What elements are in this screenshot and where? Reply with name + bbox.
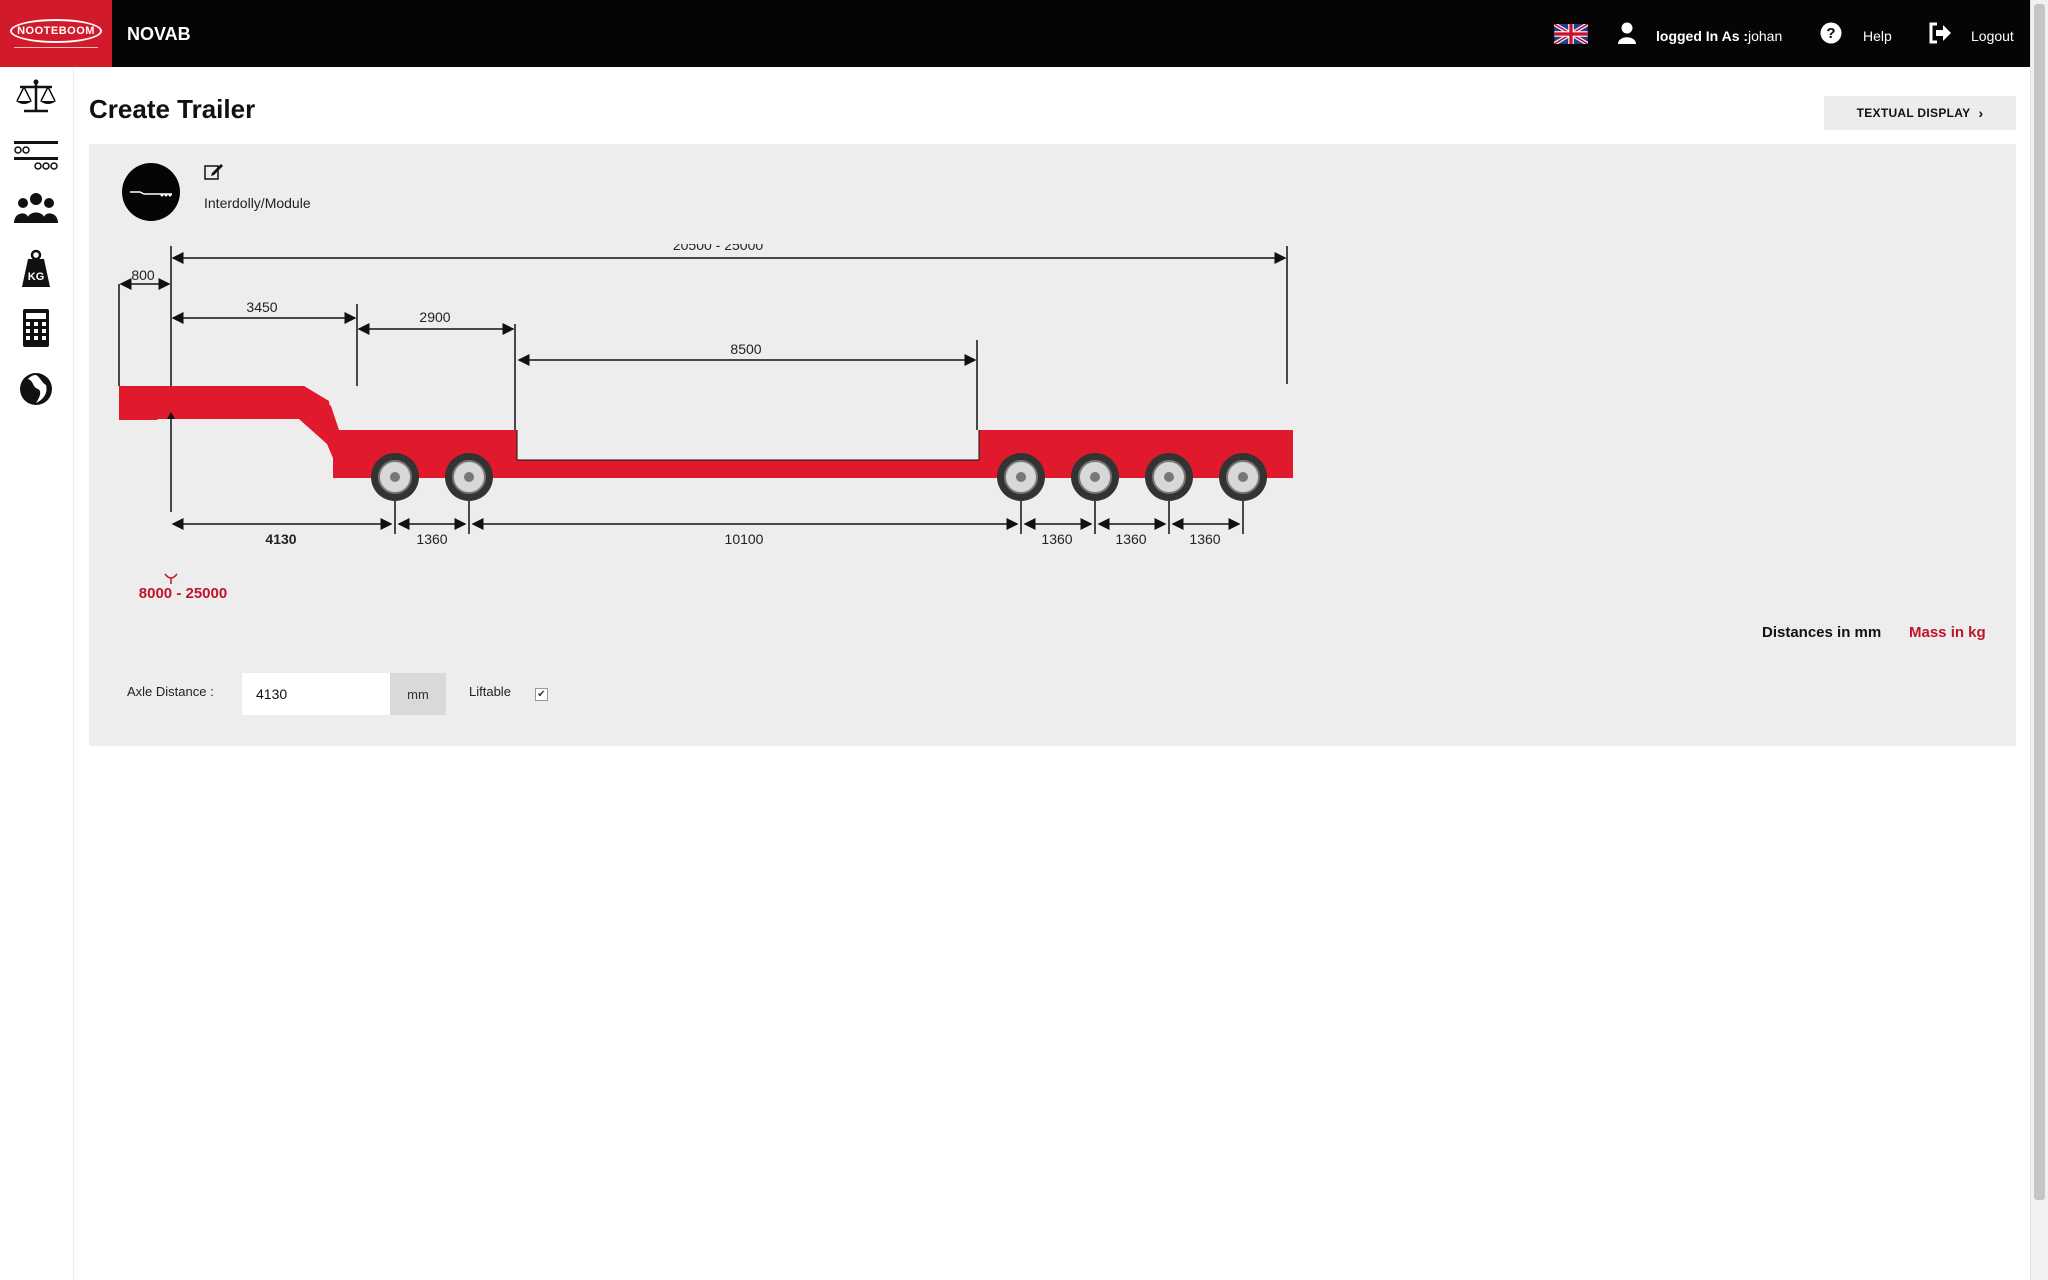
trailer-diagram: 20500 - 25000 800 3450 2900 8500 4130 13… <box>118 244 1293 602</box>
users-icon[interactable] <box>14 189 58 229</box>
dim-neck-length: 3450 <box>246 299 277 315</box>
axle-distance-unit: mm <box>390 673 446 715</box>
user-icon <box>1618 22 1636 44</box>
weight-kg-icon[interactable]: KG <box>14 249 58 289</box>
dim-bed-length: 8500 <box>730 341 761 357</box>
kingpin-marker-icon <box>164 573 178 584</box>
logo-oval: NOOTEBOOM <box>10 19 102 43</box>
username: johan <box>1748 28 1783 44</box>
help-link[interactable]: Help <box>1863 28 1892 44</box>
legend-distances: Distances in mm <box>1762 624 1882 641</box>
axle-distance-label: Axle Distance : <box>127 684 214 699</box>
vertical-scrollbar[interactable] <box>2030 0 2048 1280</box>
dim-axle-spacing-1: 1360 <box>416 531 447 547</box>
liftable-checkbox[interactable]: ✔ <box>535 688 548 701</box>
app-name: NOVAB <box>127 24 191 44</box>
wheel <box>1145 453 1193 501</box>
liftable-label: Liftable <box>469 684 511 699</box>
trailer-icon[interactable] <box>14 135 58 175</box>
dim-kingpin-to-first-axle: 4130 <box>265 531 296 547</box>
trailer-type-label: Interdolly/Module <box>204 195 311 211</box>
uk-flag-icon[interactable] <box>1554 24 1588 44</box>
kingpin-load-range: 8000 - 25000 <box>139 585 227 602</box>
trailer-type-avatar[interactable] <box>122 163 180 221</box>
wheel <box>1219 453 1267 501</box>
top-bar: NOOTEBOOM NOVAB logged In As : johan ? H… <box>0 0 2030 67</box>
axle-distance-input[interactable] <box>242 673 390 715</box>
sidebar: KG <box>0 67 74 1280</box>
bed-recess <box>517 430 979 460</box>
textual-display-button[interactable]: TEXTUAL DISPLAY › <box>1824 96 2016 130</box>
logout-link[interactable]: Logout <box>1971 28 2014 44</box>
scale-icon[interactable] <box>14 77 58 117</box>
logout-icon[interactable] <box>1928 22 1952 44</box>
scrollbar-thumb[interactable] <box>2034 4 2045 1200</box>
dim-axle-spacing-3: 1360 <box>1115 531 1146 547</box>
wheel <box>997 453 1045 501</box>
chevron-right-icon: › <box>1978 105 1984 121</box>
calculator-icon[interactable] <box>14 309 58 349</box>
svg-text:?: ? <box>1826 25 1835 42</box>
edit-icon[interactable] <box>204 162 224 180</box>
wheel <box>445 453 493 501</box>
wheel-group <box>371 453 1267 501</box>
legend-mass: Mass in kg <box>1909 624 1986 641</box>
logo-text: NOOTEBOOM <box>17 25 95 37</box>
help-icon[interactable]: ? <box>1820 22 1842 44</box>
dim-axle-spacing-4: 1360 <box>1189 531 1220 547</box>
wheel <box>1071 453 1119 501</box>
logo-underline <box>14 47 98 50</box>
trailer-config-panel: Interdolly/Module <box>89 144 2016 746</box>
page-title: Create Trailer <box>89 94 256 124</box>
dim-overall: 20500 - 25000 <box>673 244 764 253</box>
gooseneck-shape <box>119 386 347 476</box>
textual-display-label: TEXTUAL DISPLAY <box>1856 106 1971 120</box>
dim-axle-spacing-2: 1360 <box>1041 531 1072 547</box>
wheel <box>371 453 419 501</box>
dim-gooseneck-to-step: 2900 <box>419 309 450 325</box>
globe-icon[interactable] <box>14 369 58 409</box>
logged-in-label: logged In As : <box>1656 28 1749 44</box>
nooteboom-logo[interactable]: NOOTEBOOM <box>0 0 112 67</box>
dim-middle-spacing: 10100 <box>725 531 764 547</box>
dim-front-overhang: 800 <box>131 267 155 283</box>
svg-text:KG: KG <box>28 271 45 283</box>
trailer-silhouette-icon <box>130 191 172 197</box>
